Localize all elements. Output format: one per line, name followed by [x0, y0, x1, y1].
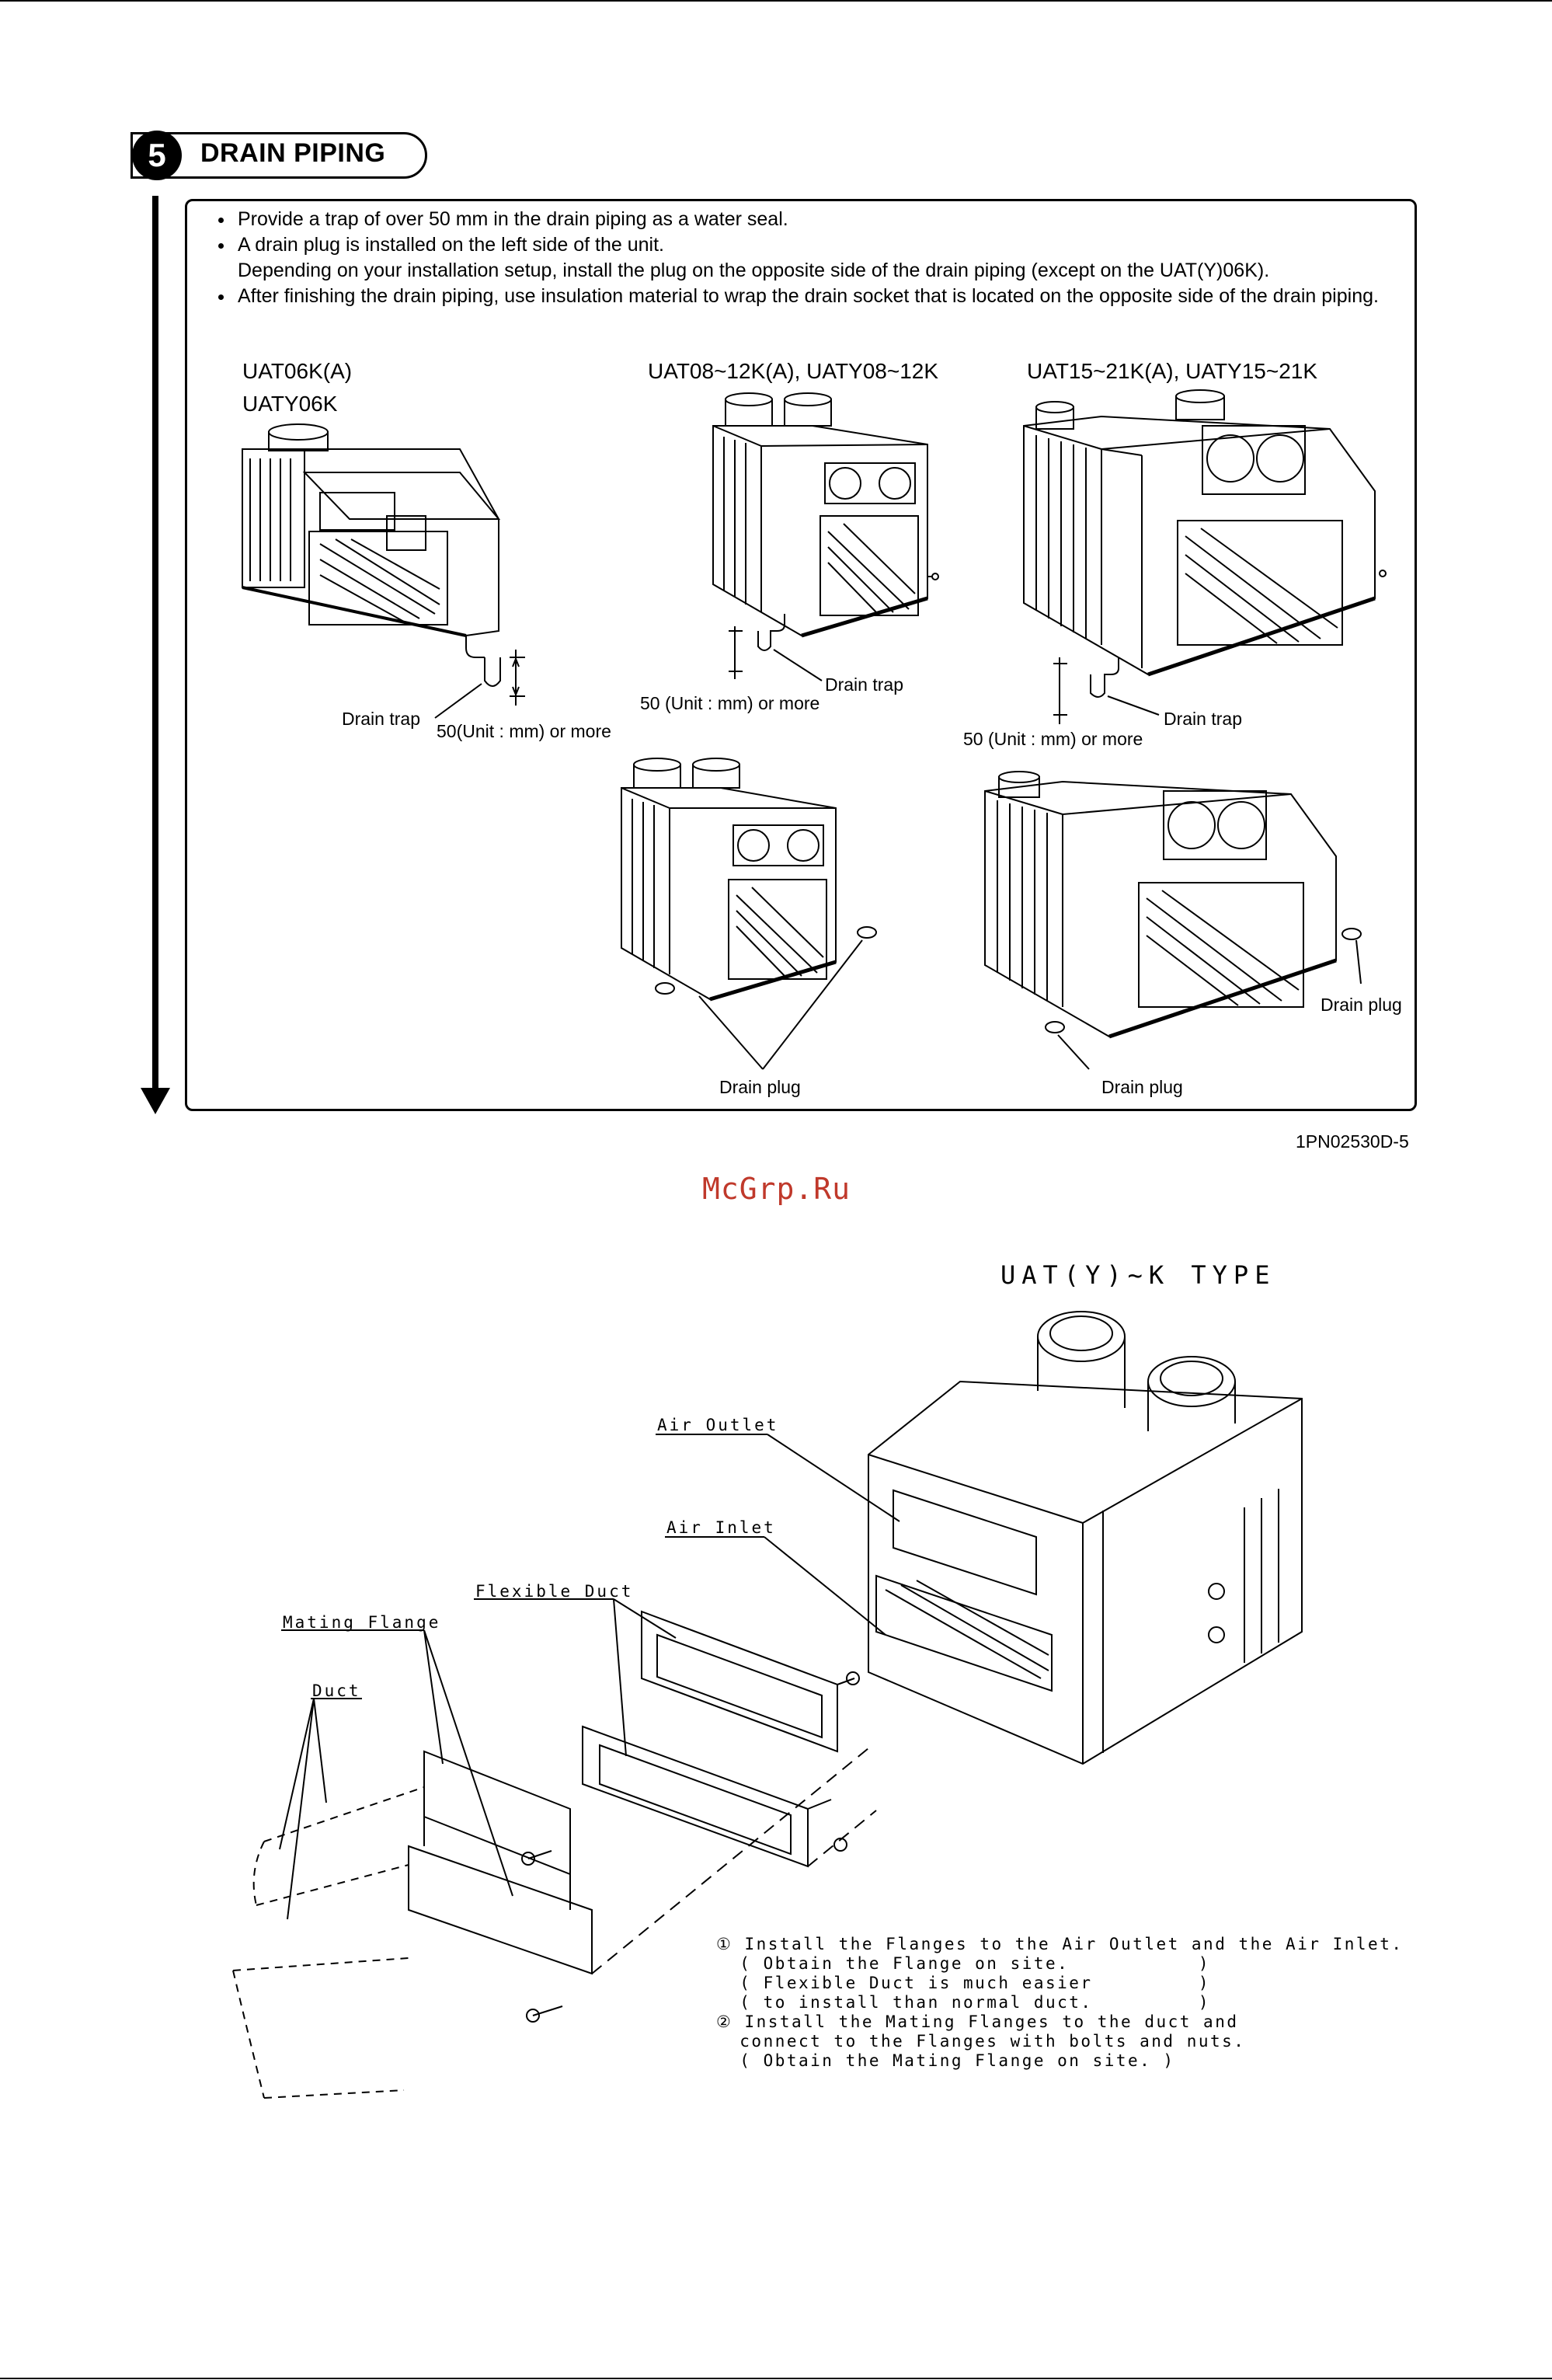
bullet-item: Provide a trap of over 50 mm in the drai… [235, 207, 1415, 232]
bullet-item: A drain plug is installed on the left si… [235, 232, 1415, 284]
model-label-08-12: UAT08~12K(A), UATY08~12K [648, 359, 939, 383]
duct-connection-illustration [232, 1311, 1303, 2099]
drain-trap-label-1: Drain trap [342, 709, 420, 729]
unit-15-21-plug-illustration [984, 771, 1362, 1070]
flow-arrow-head [141, 1088, 170, 1114]
flexible-duct-label: Flexible Duct [475, 1582, 634, 1601]
install-note-2a: connect to the Flanges with bolts and nu… [716, 2032, 1246, 2051]
unit-08-12-illustration [712, 392, 939, 681]
air-inlet-label: Air Inlet [666, 1518, 776, 1537]
install-note-1b: ( Flexible Duct is much easier ) [716, 1974, 1211, 1992]
drain-plug-label-1: Drain plug [719, 1077, 801, 1097]
drain-trap-label-2: Drain trap [825, 674, 903, 695]
mating-flange-label: Mating Flange [283, 1613, 441, 1632]
install-note-1a: ( Obtain the Flange on site. ) [716, 1954, 1211, 1973]
drain-plug-label-2: Drain plug [1101, 1077, 1183, 1097]
duct-figure-title: UAT(Y)~K TYPE [1000, 1260, 1276, 1290]
install-note-1c: ( to install than normal duct. ) [716, 1993, 1211, 2012]
dimension-label-2: 50 (Unit : mm) or more [640, 693, 820, 713]
top-rule [0, 0, 1552, 2]
flow-arrow-line [152, 196, 158, 1089]
bullet-continuation: Depending on your installation setup, in… [238, 260, 1270, 281]
install-note-2b: ( Obtain the Mating Flange on site. ) [716, 2051, 1175, 2070]
watermark: McGrp.Ru [702, 1172, 851, 1206]
model-label-06: UAT06K(A) [242, 359, 353, 383]
drain-trap-label-3: Drain trap [1164, 709, 1242, 729]
section-header [130, 132, 427, 179]
unit-06-illustration [242, 423, 525, 719]
install-note-2: ② Install the Mating Flanges to the duct… [716, 2012, 1239, 2031]
instruction-list: Provide a trap of over 50 mm in the drai… [217, 207, 1415, 309]
dimension-label-3: 50 (Unit : mm) or more [963, 729, 1143, 749]
bottom-rule [0, 2378, 1552, 2379]
drain-plug-label-3: Drain plug [1321, 995, 1402, 1015]
dimension-label-1: 50(Unit : mm) or more [437, 721, 611, 741]
instruction-box [185, 199, 1417, 1111]
section-title: DRAIN PIPING [200, 138, 386, 168]
model-label-06-y: UATY06K [242, 392, 338, 416]
duct-label: Duct [312, 1681, 361, 1700]
unit-08-12-plug-illustration [621, 758, 877, 1070]
unit-15-21-illustration [1023, 389, 1387, 724]
install-note-1: ① Install the Flanges to the Air Outlet … [716, 1935, 1404, 1953]
section-number: 5 [132, 131, 182, 180]
bullet-item: After finishing the drain piping, use in… [235, 284, 1415, 309]
document-code: 1PN02530D-5 [1296, 1131, 1409, 1152]
model-label-15-21: UAT15~21K(A), UATY15~21K [1027, 359, 1318, 383]
air-outlet-label: Air Outlet [657, 1416, 779, 1434]
